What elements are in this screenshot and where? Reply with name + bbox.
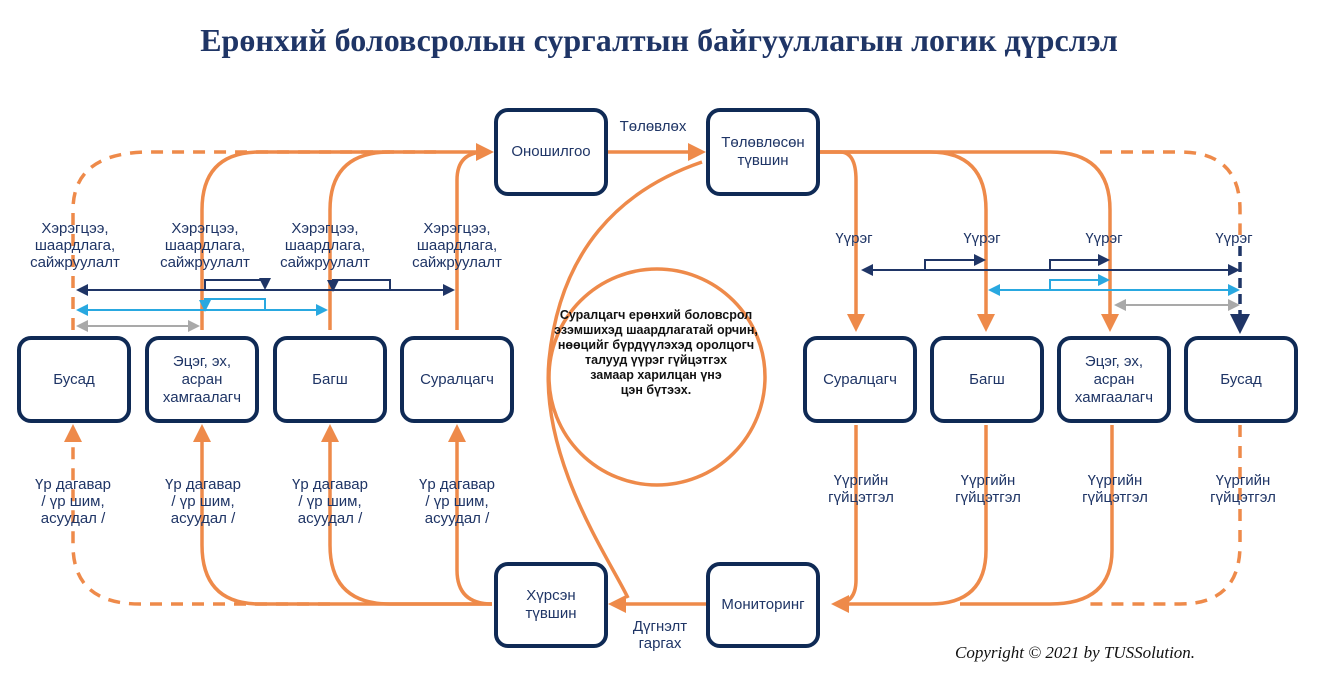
node-right-other: Бусад: [1184, 336, 1298, 423]
outcome-curve-parent: [193, 424, 492, 606]
label-outcome-1: Үр дагавар / үр шим, асуудал /: [35, 476, 111, 527]
node-left-student: Суралцагч: [400, 336, 514, 423]
node-left-teacher: Багш: [273, 336, 387, 423]
node-left-other: Бусад: [17, 336, 131, 423]
node-right-student: Суралцагч: [803, 336, 917, 423]
center-statement: Суралцагч ерөнхий боловсрол эзэмшихэд ша…: [554, 308, 758, 397]
needs-curve-parent: [200, 143, 494, 330]
label-role-2: Үүрэг: [963, 230, 1001, 247]
label-performance-2: Үүргийн гүйцэтгэл: [955, 472, 1021, 506]
role-curve-other-dash: [1100, 150, 1242, 235]
label-outcome-4: Үр дагавар / үр шим, асуудал /: [419, 476, 495, 527]
needs-curve-other: [71, 150, 440, 330]
outcome-curve-other: [64, 424, 330, 606]
node-right-teacher: Багш: [930, 336, 1044, 423]
node-right-parent: Эцэг, эх, асран хамгаалагч: [1057, 336, 1171, 423]
label-outcome-2: Үр дагавар / үр шим, асуудал /: [165, 476, 241, 527]
center-loop: [546, 160, 703, 599]
node-monitoring: Мониторинг: [706, 562, 820, 648]
label-performance-3: Үүргийн гүйцэтгэл: [1082, 472, 1148, 506]
needs-curve-student: [455, 150, 486, 330]
node-diagnosis: Оношилгоо: [494, 108, 608, 196]
node-left-parent: Эцэг, эх, асран хамгаалагч: [145, 336, 259, 423]
label-role-3: Үүрэг: [1085, 230, 1123, 247]
label-role-4: Үүрэг: [1215, 230, 1253, 247]
label-conclusion: Дүгнэлт гаргах: [632, 618, 688, 652]
needs-curve-teacher: [328, 150, 391, 330]
copyright-note: Copyright © 2021 by TUSSolution.: [955, 643, 1196, 662]
page-title: Ерөнхий боловсролын сургалтын байгууллаг…: [200, 22, 1118, 58]
role-curve-parent: [820, 150, 1119, 332]
label-role-1: Үүрэг: [835, 230, 873, 247]
perf-curve-teacher: [840, 425, 988, 606]
perf-curve-parent: [960, 425, 1114, 606]
label-needs-3: Хэрэгцээ, шаардлага, сайжруулалт: [280, 220, 370, 271]
perf-curve-student: [831, 425, 858, 613]
node-achieved-level: Хүрсэн түвшин: [494, 562, 608, 648]
label-needs-4: Хэрэгцээ, шаардлага, сайжруулалт: [412, 220, 502, 271]
label-performance-1: Үүргийн гүйцэтгэл: [828, 472, 894, 506]
node-planned-level: Төлөвлөсөн түвшин: [706, 108, 820, 196]
label-performance-4: Үүргийн гүйцэтгэл: [1210, 472, 1276, 506]
label-needs-1: Хэрэгцээ, шаардлага, сайжруулалт: [30, 220, 120, 271]
label-needs-2: Хэрэгцээ, шаардлага, сайжруулалт: [160, 220, 250, 271]
label-outcome-3: Үр дагавар / үр шим, асуудал /: [292, 476, 368, 527]
label-plan: Төлөвлөх: [619, 118, 687, 135]
perf-curve-other: [1090, 425, 1242, 606]
